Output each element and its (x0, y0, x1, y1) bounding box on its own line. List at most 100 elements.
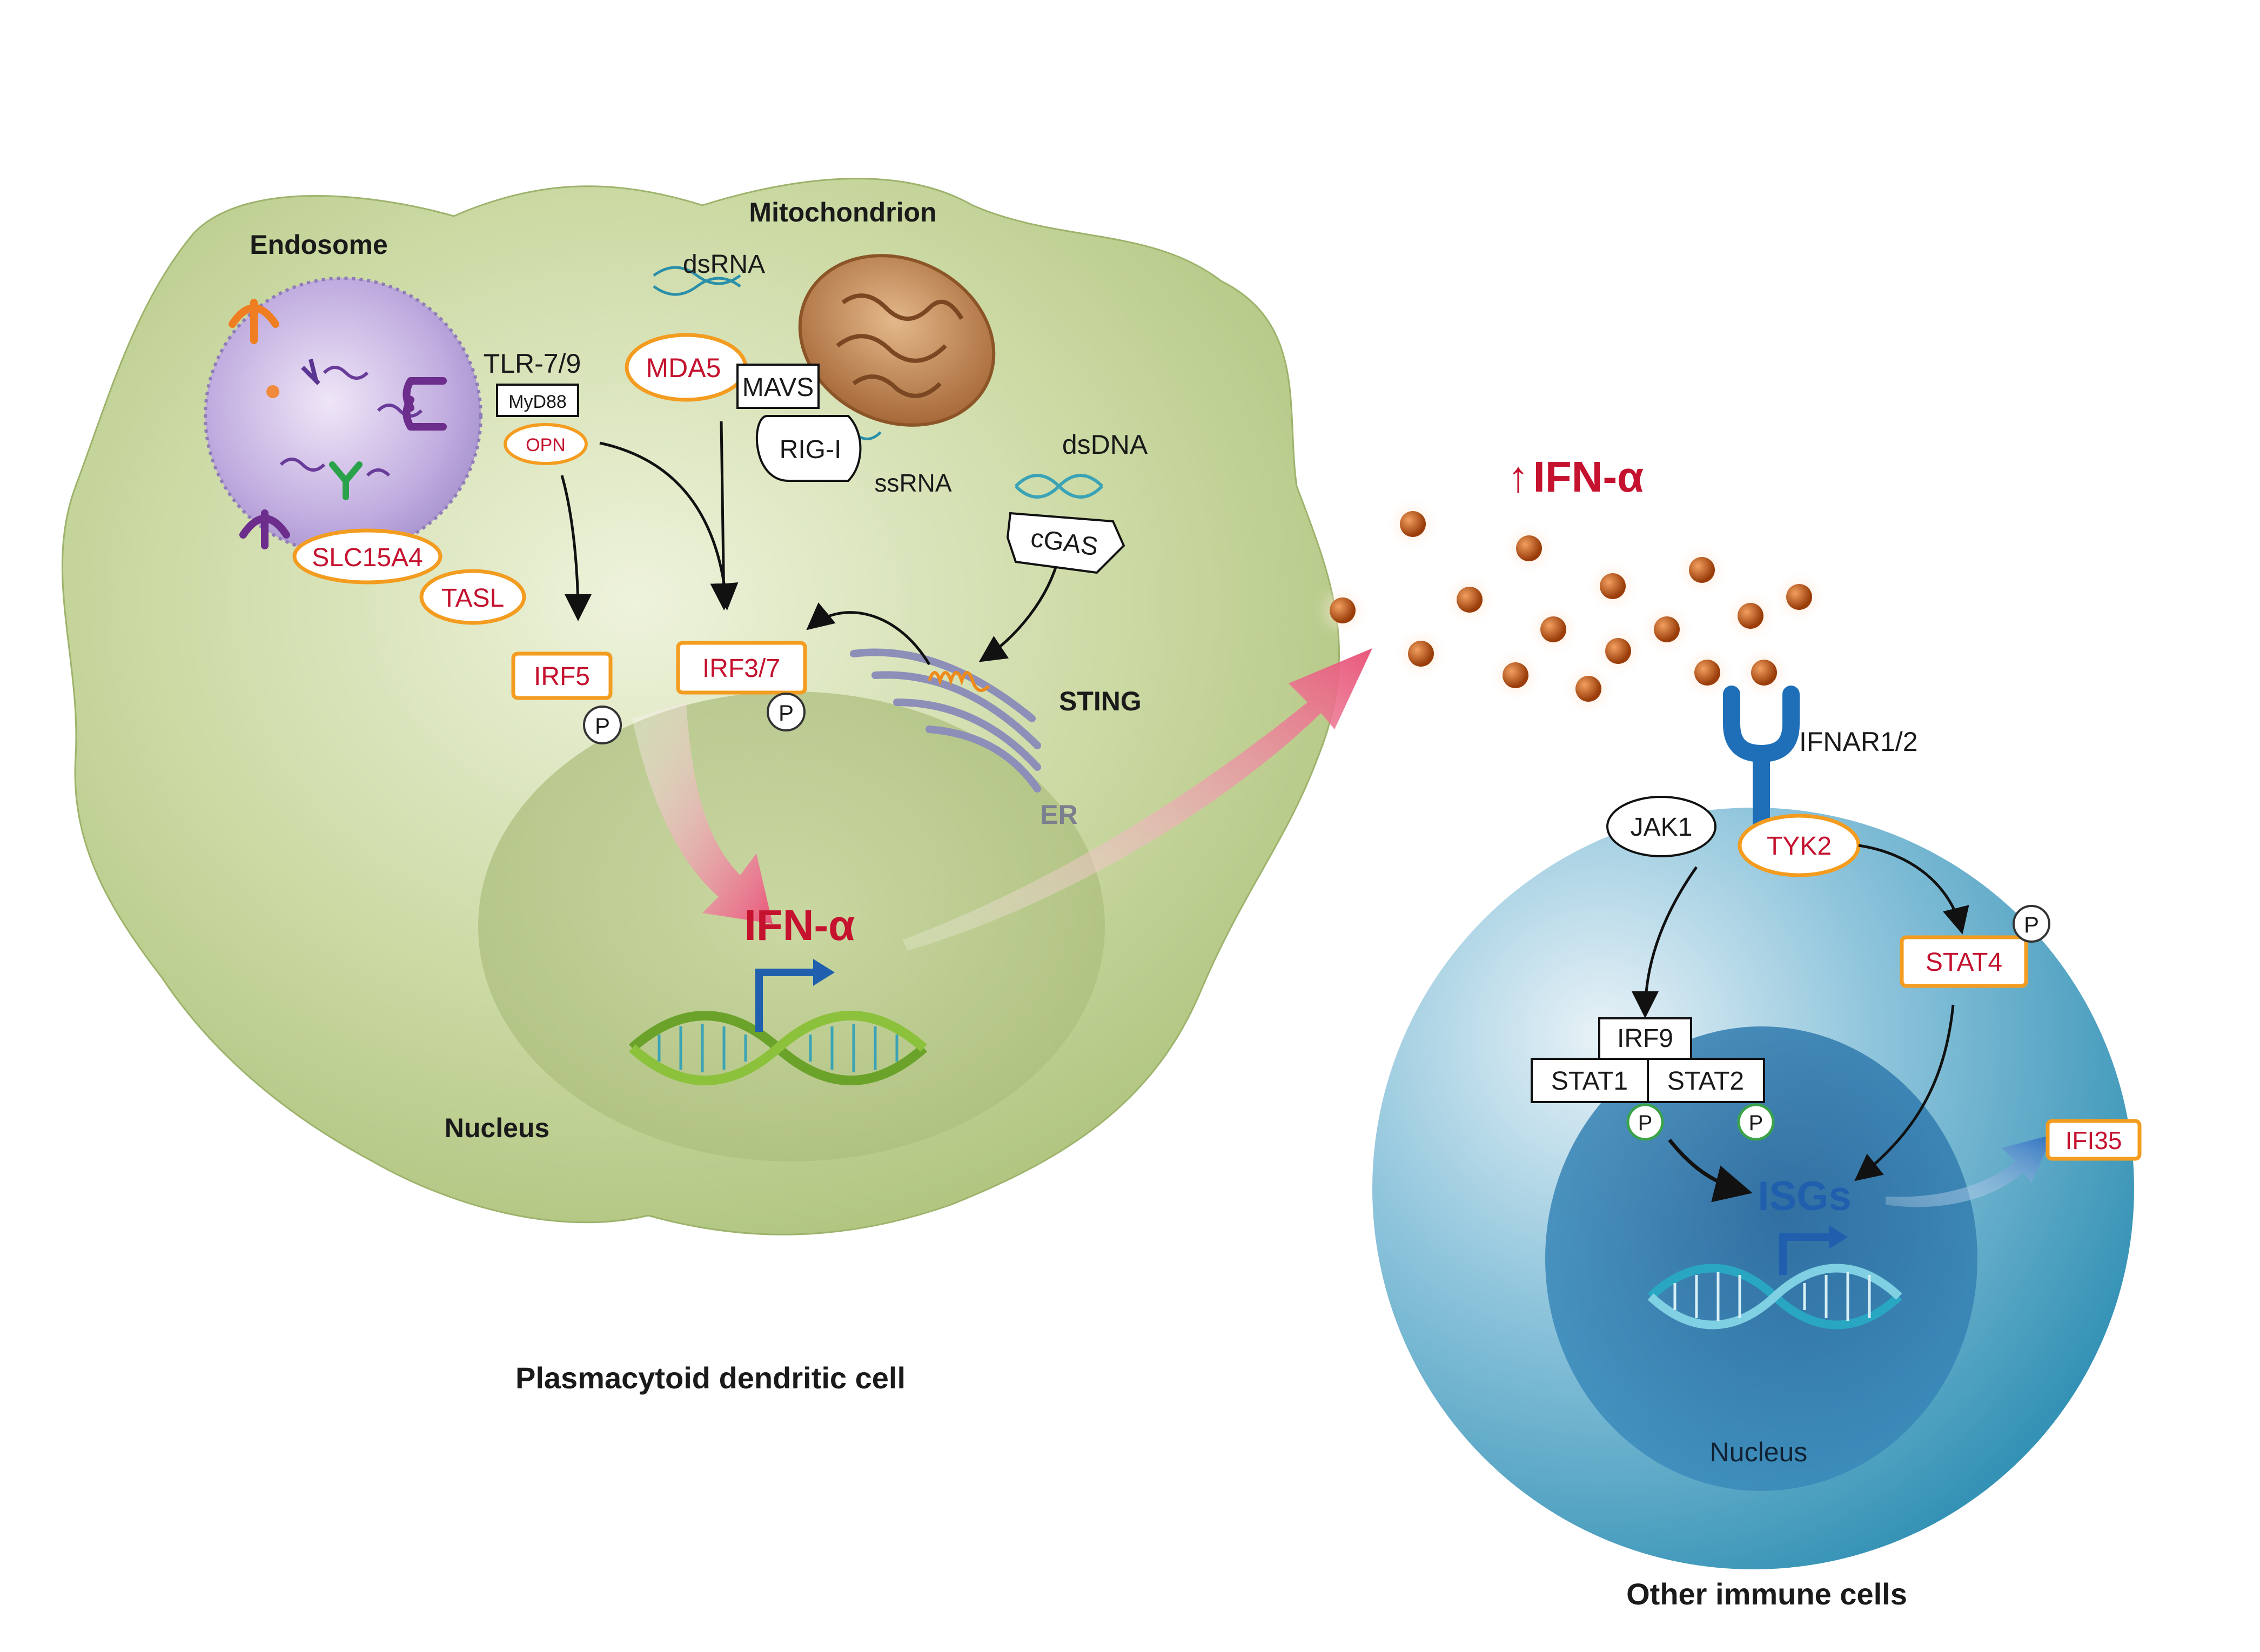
orange-receptor-icon (229, 299, 279, 344)
stat4-phospho-label: P (2024, 912, 2039, 937)
ifn-particle (1397, 629, 1445, 678)
endosome-label: Endosome (250, 230, 388, 260)
ifn-particle (1740, 648, 1788, 697)
tlr-label: TLR-7/9 (484, 348, 581, 379)
ifi35-box (2046, 1119, 2142, 1161)
endosome (204, 277, 482, 555)
er-label: ER (1040, 800, 1077, 830)
immune-caption: Other immune cells (1626, 1577, 1907, 1611)
ifn-gene-dna-icon (629, 1011, 927, 1085)
arrow-jak1-complex (1632, 866, 1698, 1018)
opn-label: OPN (526, 435, 566, 455)
stat4-box (1900, 935, 2028, 988)
irf37-label: IRF3/7 (702, 654, 780, 683)
stat1-phospho-node (1626, 1103, 1664, 1141)
ifn-particle (1775, 573, 1823, 621)
ifn-particles (1318, 500, 1823, 713)
isg-promoter-arrow-icon (1779, 1233, 1832, 1275)
stat1-label: STAT1 (1551, 1067, 1628, 1096)
ifi35-label: IFI35 (2065, 1126, 2122, 1154)
ifn-particle (1588, 562, 1637, 610)
ifn-particle (1389, 500, 1437, 548)
ifn-particle (1726, 592, 1775, 640)
ifnar-receptor-icon (1723, 686, 1800, 832)
rigi-node (755, 415, 862, 482)
irf-to-nucleus-arrow (632, 702, 773, 924)
ifn-particle (1683, 648, 1732, 697)
stat2-phospho-label: P (1749, 1111, 1763, 1135)
secretion-arrow (902, 648, 1372, 951)
sting-icon (928, 671, 990, 692)
myd88-label: MyD88 (508, 392, 567, 412)
arrow-opn-irf5 (560, 475, 592, 621)
ifn-particle (1564, 664, 1613, 713)
ifn-particle (1505, 524, 1553, 573)
stat4-phospho-node (2013, 905, 2050, 943)
promoter-arrow-icon (755, 969, 816, 1032)
mitochondrion (798, 254, 996, 427)
stat4-label: STAT4 (1926, 948, 2002, 977)
irf5-box (511, 652, 613, 700)
irf5-phospho-node (583, 706, 622, 744)
irf37-box (676, 641, 807, 695)
ifn-gene-label: IFN-α (745, 901, 855, 949)
arrow-tyk2-stat4 (1858, 844, 1969, 935)
ifn-particle (1491, 651, 1540, 700)
stat1-box (1531, 1058, 1649, 1103)
irf5-label: IRF5 (534, 662, 590, 691)
ifn-particle (1678, 546, 1726, 594)
antibody-icon (329, 461, 363, 500)
arrow-mavs-irf37 (710, 421, 737, 610)
ifn-particle (1445, 575, 1494, 624)
arrow-complex-isgs (1668, 1138, 1753, 1203)
ssrna-label: ssRNA (874, 469, 951, 497)
dsrna-label: dsRNA (683, 250, 765, 279)
arrow-sting-irf37 (806, 602, 931, 666)
tlr-receptor-icon (403, 377, 447, 431)
ifn-particle (1642, 605, 1691, 654)
dsdna-icon (1014, 474, 1104, 499)
immune-nucleus (1545, 1026, 1977, 1491)
mavs-label: MAVS (742, 373, 814, 402)
ifn-particle (1529, 605, 1578, 654)
irf5-phospho-label: P (595, 713, 610, 738)
stat1-phospho-label: P (1638, 1111, 1653, 1135)
arrow-stat4-isgs (1854, 1004, 1955, 1181)
myd88-box (496, 384, 579, 417)
pdc-caption: Plasmacytoid dendritic cell (515, 1361, 906, 1395)
tasl-label: TASL (441, 584, 504, 613)
irf37-phospho-node (767, 693, 806, 731)
tyk2-label: TYK2 (1767, 832, 1832, 861)
mavs-box (736, 364, 820, 409)
irf37-phospho-label: P (779, 700, 794, 726)
jak1-node (1606, 796, 1716, 857)
cgas-node (1006, 512, 1125, 574)
slc15a4-node (292, 528, 442, 585)
isgs-label: ISGs (1758, 1173, 1851, 1219)
secreted-ifn-up-arrow: ↑ (1507, 453, 1529, 501)
tasl-node (419, 569, 526, 625)
isg-dna-icon (1647, 1264, 1902, 1329)
slc15a4-label: SLC15A4 (312, 543, 423, 572)
stat2-box (1647, 1058, 1765, 1103)
secreted-ifn-label: IFN-α (1533, 453, 1644, 501)
rigi-label: RIG-I (780, 435, 842, 464)
stat2-label: STAT2 (1667, 1067, 1744, 1096)
immune-nucleus-label: Nucleus (1710, 1437, 1808, 1467)
slc15a4-receptor-icon (239, 509, 290, 549)
sting-label: STING (1059, 686, 1142, 716)
er-organelle (850, 648, 1041, 793)
arrow-cgas-sting (978, 556, 1061, 662)
stat2-phospho-node (1737, 1103, 1775, 1141)
dsrna-icon (653, 266, 741, 296)
isg-to-ifi35-arrow (1886, 1134, 2053, 1207)
dsdna-label: dsDNA (1062, 429, 1148, 460)
ifnar-label: IFNAR1/2 (1799, 727, 1918, 757)
irf9-label: IRF9 (1617, 1024, 1673, 1053)
ifn-particle (1594, 627, 1642, 675)
mitochondrion-label: Mitochondrion (749, 197, 936, 227)
jak1-label: JAK1 (1631, 813, 1693, 842)
mda5-label: MDA5 (646, 353, 721, 383)
pdc-nucleus-label: Nucleus (445, 1113, 550, 1143)
